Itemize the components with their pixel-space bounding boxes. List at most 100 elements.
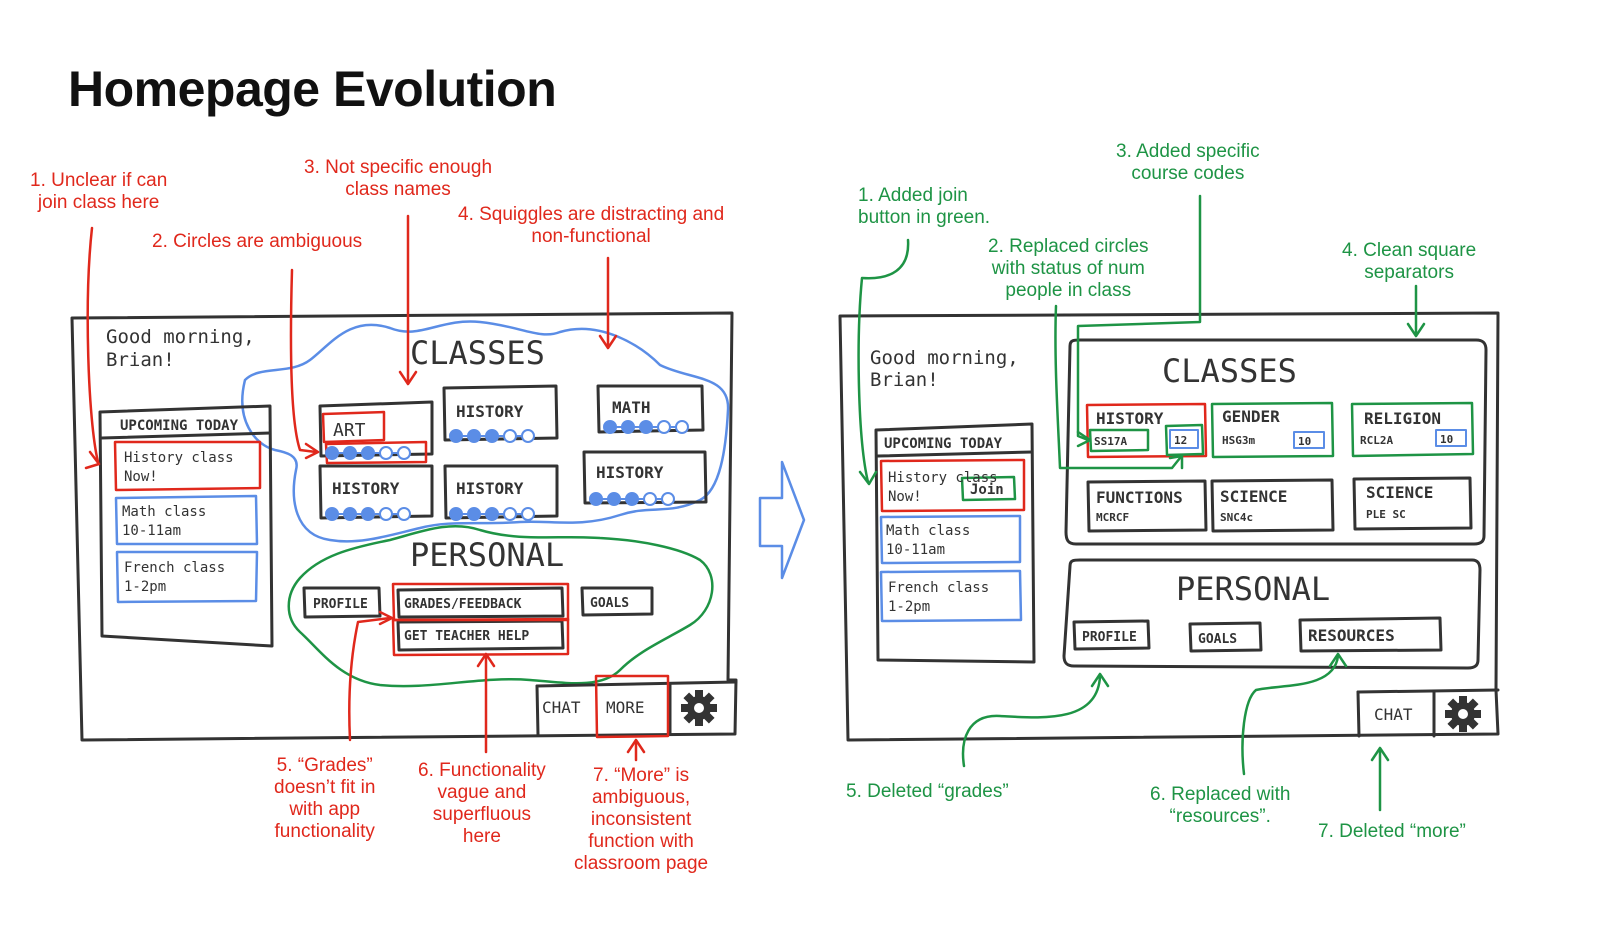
note-line: non-functional (531, 226, 651, 247)
left-greeting-2: Brian! (106, 349, 175, 371)
left-event-math-box (114, 494, 259, 546)
status-circle (503, 507, 517, 521)
note-line: with status of num (991, 258, 1145, 279)
left-class-box-3 (596, 384, 705, 434)
left-personal-item: PROFILE (313, 597, 368, 612)
note-line: 5. Deleted “grades” (846, 781, 1009, 802)
right-class-code: MCRCF (1096, 511, 1129, 524)
right-personal-item: GOALS (1198, 632, 1237, 647)
left-class-box-6 (582, 450, 708, 505)
art-highlight-box (321, 410, 386, 444)
right-class-box-2 (1210, 401, 1335, 459)
right-class-code: PLE SC (1366, 508, 1406, 521)
left-note-3: 3. Not specific enough class names (304, 157, 492, 201)
left-profile-box (302, 586, 382, 619)
left-nav-more: MORE (606, 698, 645, 717)
status-circle (589, 492, 603, 506)
right-green-arrows (857, 194, 1426, 812)
left-help-box (396, 619, 565, 652)
left-text: Good morning, Brian! UPCOMING TODAY Hist… (106, 326, 664, 717)
note-line: 6. Functionality (418, 760, 546, 781)
count-highlight (1164, 423, 1205, 457)
right-resources-box (1298, 616, 1443, 653)
status-circle (485, 507, 499, 521)
left-status-circles (325, 420, 689, 521)
right-class-box-3 (1350, 401, 1475, 458)
right-class-name: RELIGION (1364, 409, 1441, 428)
note-line: 1. Added join (858, 185, 968, 206)
right-text: Good morning, Brian! UPCOMING TODAY Hist… (870, 347, 1453, 724)
page-title: Homepage Evolution (68, 61, 557, 117)
left-note-1: 1. Unclear if can join class here (30, 170, 167, 214)
status-circle (343, 507, 357, 521)
join-button: Join (970, 482, 1004, 498)
right-event-time: Now! (888, 489, 922, 505)
left-event-time: 10-11am (122, 523, 181, 539)
status-circle (325, 507, 339, 521)
note-line: join class here (37, 192, 160, 213)
more-highlight-box (594, 674, 670, 739)
right-event-name: History class (888, 470, 998, 486)
note-line: 2. Circles are ambiguous (152, 231, 363, 252)
left-class-box-2 (442, 384, 559, 442)
left-personal-item: GRADES/FEEDBACK (404, 597, 522, 612)
left-greeting-1: Good morning, (106, 326, 255, 348)
note-line: functionality (274, 821, 375, 842)
status-circle (379, 507, 393, 521)
right-note-4: 4. Clean square separators (1342, 240, 1476, 284)
note-line: 3. Not specific enough (304, 157, 493, 178)
status-circle (639, 420, 653, 434)
left-goals-box (580, 586, 654, 617)
left-event-name: French class (124, 560, 225, 576)
status-circle (379, 446, 393, 460)
status-circle (521, 507, 535, 521)
left-note-4: 4. Squiggles are distracting and non-fun… (458, 204, 724, 248)
left-class-name: MATH (612, 398, 651, 417)
left-upcoming-panel (98, 404, 274, 648)
right-event-name: French class (888, 580, 989, 596)
note-line: button in green. (858, 207, 991, 228)
left-class-name: ART (333, 420, 366, 441)
right-note-5: 5. Deleted “grades” (846, 781, 1009, 803)
right-note-3: 3. Added specific course codes (1116, 141, 1260, 185)
note-line: here (462, 826, 501, 847)
right-upcoming-panel (874, 422, 1036, 664)
join-button-box (960, 475, 1017, 502)
note-line: 6. Replaced with (1150, 784, 1291, 805)
status-circle (397, 446, 411, 460)
status-circle (657, 420, 671, 434)
note-line: 3. Added specific (1116, 141, 1260, 162)
right-greeting-2: Brian! (870, 369, 939, 391)
status-circle (449, 507, 463, 521)
note-line: separators (1364, 262, 1454, 283)
right-class-name: SCIENCE (1366, 483, 1433, 502)
left-event-history-box (113, 440, 262, 492)
note-line: course codes (1131, 163, 1245, 184)
right-greeting-1: Good morning, (870, 347, 1019, 369)
status-circle (361, 507, 375, 521)
right-upcoming-title: UPCOMING TODAY (884, 436, 1003, 452)
left-event-time: 1-2pm (124, 579, 166, 595)
status-circle (325, 446, 339, 460)
left-personal-item: GET TEACHER HELP (404, 629, 529, 644)
course-code-highlight (1088, 428, 1150, 453)
left-event-french-box (115, 550, 259, 604)
left-event-name: Math class (122, 504, 206, 520)
status-circle (503, 429, 517, 443)
note-line: 2. Replaced circles (988, 236, 1149, 257)
left-note-6: 6. Functionality vague and superfluous h… (418, 760, 546, 848)
status-circle (521, 429, 535, 443)
note-line: superfluous (432, 804, 532, 825)
left-note-5: 5. “Grades” doesn’t fit in with app func… (274, 755, 375, 843)
status-circle (343, 446, 357, 460)
right-class-code: RCL2A (1360, 434, 1393, 447)
left-red-arrows (84, 214, 646, 762)
note-line: 4. Clean square (1342, 240, 1477, 261)
note-line: doesn’t fit in (274, 777, 376, 798)
left-class-name: HISTORY (332, 479, 400, 498)
personal-squiggle (287, 524, 714, 688)
note-line: classroom page (574, 853, 709, 874)
note-line: with app (289, 799, 361, 820)
right-class-name: SCIENCE (1220, 487, 1287, 506)
note-line: 7. Deleted “more” (1318, 821, 1466, 842)
